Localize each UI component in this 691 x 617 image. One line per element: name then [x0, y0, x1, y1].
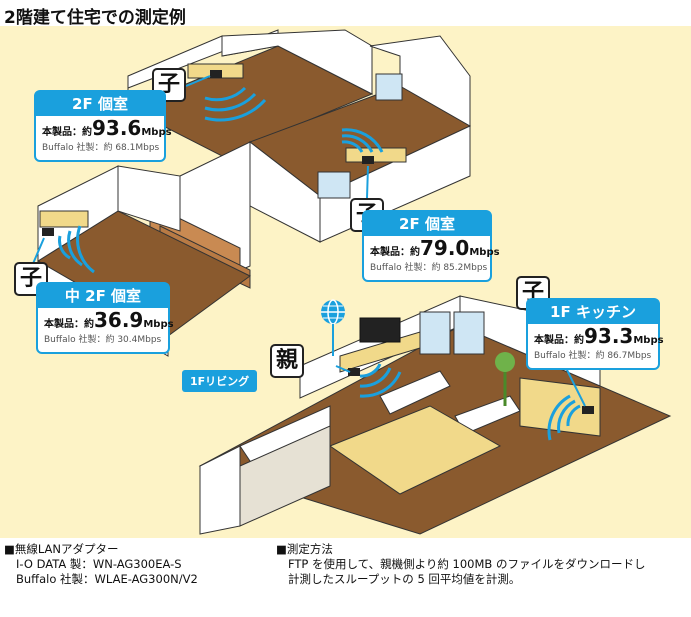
- internet-globe-icon: [321, 299, 345, 356]
- parent-badge: 親: [270, 344, 304, 378]
- adapter-buffalo: Buffalo 社製：WLAE-AG300N/V2: [16, 572, 198, 586]
- buffalo-speed: Buffalo 社製：約 86.7Mbps: [534, 351, 652, 361]
- room-name: 1F キッチン: [528, 300, 658, 324]
- info-box-mid2f-room: 中 2F 個室 本製品：約36.9Mbps Buffalo 社製：約 30.4M…: [36, 282, 174, 354]
- info-box-2f-room-right: 2F 個室 本製品：約79.0Mbps Buffalo 社製：約 85.2Mbp…: [362, 210, 500, 282]
- product-speed: 本製品：約79.0Mbps: [370, 236, 500, 260]
- method-heading: 測定方法: [276, 542, 645, 557]
- buffalo-speed: Buffalo 社製：約 68.1Mbps: [42, 143, 160, 153]
- method-notes: 測定方法 FTP を使用して、親機側より約 100MB のファイルをダウンロード…: [276, 542, 646, 587]
- house-illustration: [31, 29, 672, 535]
- room-name: 2F 個室: [364, 212, 490, 236]
- room-name: 中 2F 個室: [38, 284, 168, 308]
- adapter-iodata: I-O DATA 製：WN-AG300EA-S: [16, 557, 182, 571]
- method-line2: 計測したスループットの 5 回平均値を計測。: [288, 572, 521, 586]
- method-line1: FTP を使用して、親機側より約 100MB のファイルをダウンロードし: [288, 557, 646, 571]
- living-room-label: 1Fリビング: [182, 370, 258, 392]
- info-box-2f-room-left: 2F 個室 本製品：約93.6Mbps Buffalo 社製：約 68.1Mbp…: [34, 90, 172, 162]
- room-name: 2F 個室: [36, 92, 164, 116]
- buffalo-speed: Buffalo 社製：約 85.2Mbps: [370, 263, 488, 273]
- product-speed: 本製品：約93.3Mbps: [534, 324, 664, 348]
- product-speed: 本製品：約36.9Mbps: [44, 308, 174, 332]
- page-title: 2階建て住宅での測定例: [4, 8, 186, 28]
- info-box-1f-kitchen: 1F キッチン 本製品：約93.3Mbps Buffalo 社製：約 86.7M…: [526, 298, 664, 370]
- product-speed: 本製品：約93.6Mbps: [42, 116, 172, 140]
- buffalo-speed: Buffalo 社製：約 30.4Mbps: [44, 335, 162, 345]
- adapter-notes: 無線LANアダプター I-O DATA 製：WN-AG300EA-S Buffa…: [4, 542, 198, 587]
- adapters-heading: 無線LANアダプター: [4, 542, 198, 557]
